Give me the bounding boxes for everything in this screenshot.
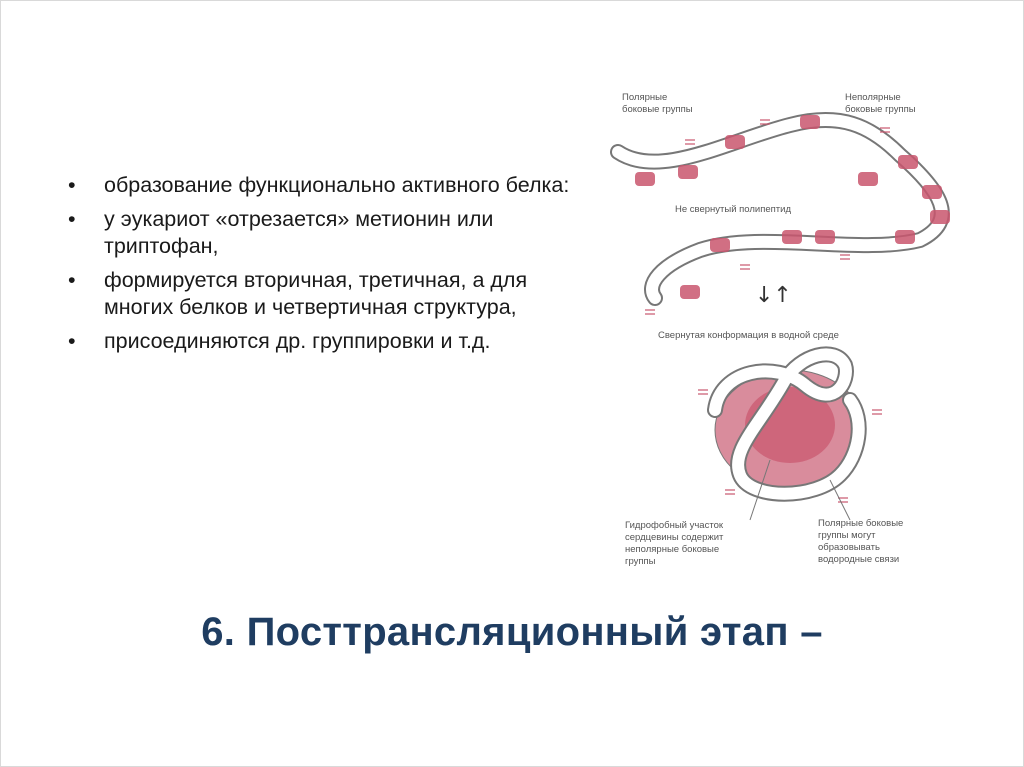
bullet-marker: • [68,268,76,292]
label-hbond-line2: группы могут [818,530,876,541]
label-hbond-line1: Полярные боковые [818,518,903,529]
label-nonpolar-line2: боковые группы [845,104,916,115]
bullet-item: • образование функционально активного бел… [60,172,600,199]
label-unfolded-polypeptide: Не свернутый полипептид [675,204,791,215]
bullet-marker: • [68,207,76,231]
equilibrium-arrows-icon: ↓↑ [755,283,792,308]
polar-side-groups [645,119,890,315]
bullet-item: • формируется вторичная, третичная, а для… [60,267,600,321]
label-hbond-line4: водородные связи [818,554,899,565]
label-hydrophobic-line1: Гидрофобный участок [625,520,724,531]
bullet-text: присоединяются др. группировки и т.д. [104,329,491,353]
bullet-text: формируется вторичная, третичная, а для … [104,268,528,319]
slide-title: 6. Посттрансляционный этап – [201,610,823,654]
bullet-text: у эукариот «отрезается» метионин или три… [104,207,494,258]
label-hydrophobic-line3: неполярные боковые [625,544,719,555]
bullet-marker: • [68,173,76,197]
bullet-item: • у эукариот «отрезается» метионин или тр… [60,206,600,260]
bullet-list: • образование функционально активного бел… [60,172,600,362]
label-folded-conformation: Свернутая конформация в водной среде [658,330,839,341]
label-polar-line1: Полярные [622,92,667,103]
label-hydrophobic-line2: сердцевины содержит [625,532,724,543]
label-nonpolar-line1: Неполярные [845,92,901,103]
unfolded-polypeptide-chain-fill [612,113,948,304]
bullet-marker: • [68,329,76,353]
folded-protein [698,346,882,521]
protein-folding-diagram: Полярные боковые группы Неполярные боков… [610,92,950,567]
bullet-item: • присоединяются др. группировки и т.д. [60,328,600,355]
label-hydrophobic-line4: группы [625,556,656,567]
nonpolar-side-groups [635,115,950,299]
bullet-text: образование функционально активного белк… [104,173,570,197]
label-hbond-line3: образовывать [818,542,880,553]
label-polar-line2: боковые группы [622,104,693,115]
